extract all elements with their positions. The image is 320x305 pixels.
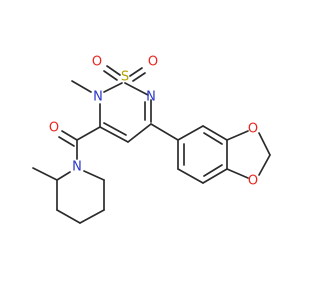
methyl-nitrogen-label: N [93, 90, 103, 105]
bond-benz-4-5 [202, 168, 228, 184]
bond-dioxole-o-c4 [226, 168, 249, 179]
molecule-drawing: O O S N N O N O O [32, 55, 271, 224]
carbonyl-oxygen-label: O [49, 121, 59, 136]
bond-c4-c3-double [103, 122, 127, 136]
dioxole-oxygen-bottom-label: O [248, 174, 258, 189]
bond-c4-c3 [99, 126, 129, 143]
sulfur-atom-label: S [121, 70, 129, 85]
bond-c5-aryl [150, 123, 179, 141]
bond-pip-c4-c5 [79, 209, 105, 224]
bond-dioxole-o-ch2 [258, 132, 271, 156]
sulfonyl-oxygen-right-label: O [148, 55, 158, 70]
bond-benz-4-5-inner [203, 164, 223, 177]
bond-benz-2-3 [202, 125, 228, 141]
bond-benz-1-2 [177, 125, 204, 141]
bond-carbonyl-o-double [58, 136, 75, 147]
ring-nitrogen-label: N [146, 90, 156, 105]
atom-labels: O O S N N O N O O [49, 55, 258, 189]
bond-dioxole-c3-o [226, 130, 249, 141]
bond-s-o2 [129, 67, 143, 77]
bond-benz-2-3-inner [203, 132, 223, 145]
bond-n-methyl-ch3 [71, 80, 92, 93]
bond-s-o1 [106, 65, 121, 76]
bond-pip-c6-n [83, 170, 105, 181]
bond-pip-c3-c4 [56, 209, 81, 224]
sulfonyl-oxygen-left-label: O [92, 55, 102, 70]
bond-c3-carbonyl [76, 126, 101, 141]
bond-pip-n-c2 [56, 171, 71, 181]
bond-s-o2-double [132, 72, 146, 82]
dioxole-oxygen-top-label: O [248, 122, 258, 137]
piperidine-nitrogen-label: N [72, 160, 82, 175]
bond-c5-c4 [127, 123, 152, 143]
bond-s-o1-double [103, 70, 118, 81]
bond-n-methyl-s [103, 82, 123, 93]
structure-diagram: O O S N N O N O O [32, 55, 271, 224]
bond-pip-c2-methyl [32, 167, 58, 181]
bonds [32, 65, 271, 224]
bond-benz-5-6 [177, 168, 204, 184]
bond-s-n-ring [124, 82, 149, 96]
bond-carbonyl-o [61, 130, 78, 141]
bond-dioxole-ch2-o [258, 154, 271, 176]
